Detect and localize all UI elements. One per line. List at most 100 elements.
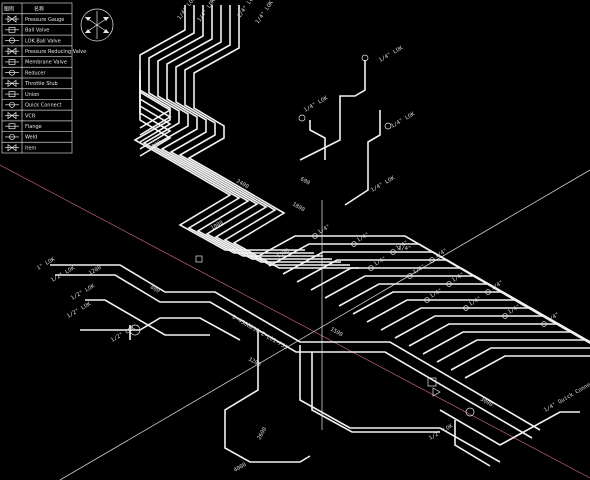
dim-10: 2000 xyxy=(148,140,162,152)
label-right-mid-2: 1/4" LOK xyxy=(303,95,330,114)
lower-drop-run xyxy=(224,330,580,467)
pressure-gauge-icon xyxy=(5,15,19,23)
branch-size-label: 1/4" xyxy=(429,288,443,300)
quick-connect-icon xyxy=(5,101,19,108)
branch-size-label: 1/4" xyxy=(317,224,331,236)
branch-size-label: 1/4" xyxy=(395,240,409,252)
branch-size-label: 1/4" xyxy=(546,312,560,324)
legend-item-label: VCR xyxy=(25,113,36,119)
fittings xyxy=(129,54,475,417)
legend-item-label: Union xyxy=(25,92,39,98)
legend-item-label: Weld xyxy=(25,135,37,141)
branch-size-label: 1/4" xyxy=(490,280,504,292)
branch-pipe xyxy=(436,339,590,363)
ball-valve-icon xyxy=(446,281,452,287)
ball-valve-icon xyxy=(463,305,469,311)
dim-11: 1000 xyxy=(210,220,224,232)
riser-pipe xyxy=(178,5,350,266)
vcr-icon xyxy=(5,111,19,120)
label-bottom-right: 1/4" Quick Connect xyxy=(543,379,590,414)
riser-pipe xyxy=(187,5,359,269)
left-header-runs xyxy=(50,264,541,439)
label-top-4: 1/4" LOK xyxy=(255,0,276,25)
branch-pipe xyxy=(310,267,582,339)
branch-size-label: 1/4" xyxy=(356,232,370,244)
dim-13: 4000 xyxy=(233,462,247,474)
label-right-mid-3: 1/4" LOK xyxy=(370,175,397,194)
label-left-3: 1/2" LOK xyxy=(66,301,93,320)
legend-item-label: Reducer xyxy=(25,70,46,76)
branch-pipe xyxy=(394,315,590,344)
branch-pipe xyxy=(450,347,590,371)
branch-size-label: 1/4" xyxy=(451,272,465,284)
manifold-branches: 1/4"1/4"1/4"1/4"1/4"1/4"1/4"1/4"1/4"1/4"… xyxy=(254,224,590,379)
pressure-reducing-valve-icon xyxy=(5,47,19,55)
compass-rose-icon xyxy=(80,8,114,42)
legend-item-label: Membrane Valve xyxy=(25,60,67,66)
legend-item-label: Pressure Gauge xyxy=(25,17,64,23)
ball-valve-icon xyxy=(5,26,19,33)
label-manifold-tag: 1/4" xyxy=(398,246,411,252)
ball-valve-icon xyxy=(485,289,491,295)
dim-5: 2600 xyxy=(257,427,269,441)
label-left-2: 1/2" LOK xyxy=(70,283,97,302)
ball-valve-icon xyxy=(541,321,547,327)
riser-pipe xyxy=(142,5,314,254)
dim-2: 1800 xyxy=(291,202,305,214)
ball-valve-icon xyxy=(502,313,508,319)
ball-valve-icon xyxy=(429,257,435,263)
pressure-gauge-icon xyxy=(298,114,306,122)
membrane-valve-icon xyxy=(5,59,19,65)
legend-item-label: item xyxy=(25,145,36,151)
legend-item-label: Ball Valve xyxy=(25,28,49,34)
dim-4: 3200 xyxy=(247,357,261,369)
branch-pipe xyxy=(254,235,526,307)
branch-size-label: 1/4" xyxy=(373,256,387,268)
ball-valve-icon xyxy=(312,233,318,239)
branch-size-label: 1/4" xyxy=(468,296,482,308)
lok-ball-valve-icon xyxy=(5,37,19,44)
label-top-2: 1/4" LOK xyxy=(197,0,218,23)
label-right-mid-1: 1/4" LOK xyxy=(390,111,417,130)
branch-pipe xyxy=(422,331,590,355)
pressure-gauge-icon xyxy=(465,407,475,417)
flange-icon xyxy=(5,123,19,130)
branch-pipe xyxy=(380,307,590,344)
riser-pipe xyxy=(151,5,323,257)
legend-header-name: 名称 xyxy=(34,6,44,13)
riser-pipe xyxy=(169,5,341,263)
legend-item-label: Throttle Stub xyxy=(24,81,58,87)
riser-pipe xyxy=(133,5,305,251)
pressure-gauge-icon xyxy=(361,54,369,62)
ball-valve-icon xyxy=(427,377,437,387)
branch-size-label: 1/4" xyxy=(412,264,426,276)
dim-1: 2400 xyxy=(235,179,249,191)
dim-9: 3000 xyxy=(479,397,493,409)
item-icon xyxy=(5,143,19,152)
label-top-5: 1/4" LOK xyxy=(378,45,405,64)
dim-3: 1500 xyxy=(276,248,290,260)
iso-axis-falling xyxy=(0,164,590,479)
label-left-1: 1" LOK xyxy=(36,256,57,271)
reducer-icon xyxy=(5,69,19,76)
legend-header-symbol: 图例 xyxy=(4,6,14,13)
legend-item-label: Flange xyxy=(25,124,42,130)
branch-pipe xyxy=(464,355,590,379)
legend-item-label: LOK Ball Valve xyxy=(25,38,61,44)
pressure-gauge-icon xyxy=(129,324,141,336)
reducer-icon xyxy=(432,387,441,397)
union-icon xyxy=(5,91,19,97)
pressure-gauge-icon xyxy=(384,122,392,130)
dim-8: 1500 xyxy=(329,327,343,339)
dim-6: 1200 xyxy=(88,265,102,277)
branch-size-label: 1/4" xyxy=(434,248,448,260)
ball-valve-icon xyxy=(368,265,374,271)
upper-right-loops xyxy=(299,60,381,206)
riser-pipe-left xyxy=(139,98,172,157)
ball-valve-icon xyxy=(424,297,430,303)
branch-size-label: 1/4" xyxy=(507,304,521,316)
legend-item-label: Quick Connect xyxy=(25,103,61,109)
legend-item-label: Pressure Reducing Valve xyxy=(25,49,86,55)
ball-valve-icon xyxy=(390,249,396,255)
